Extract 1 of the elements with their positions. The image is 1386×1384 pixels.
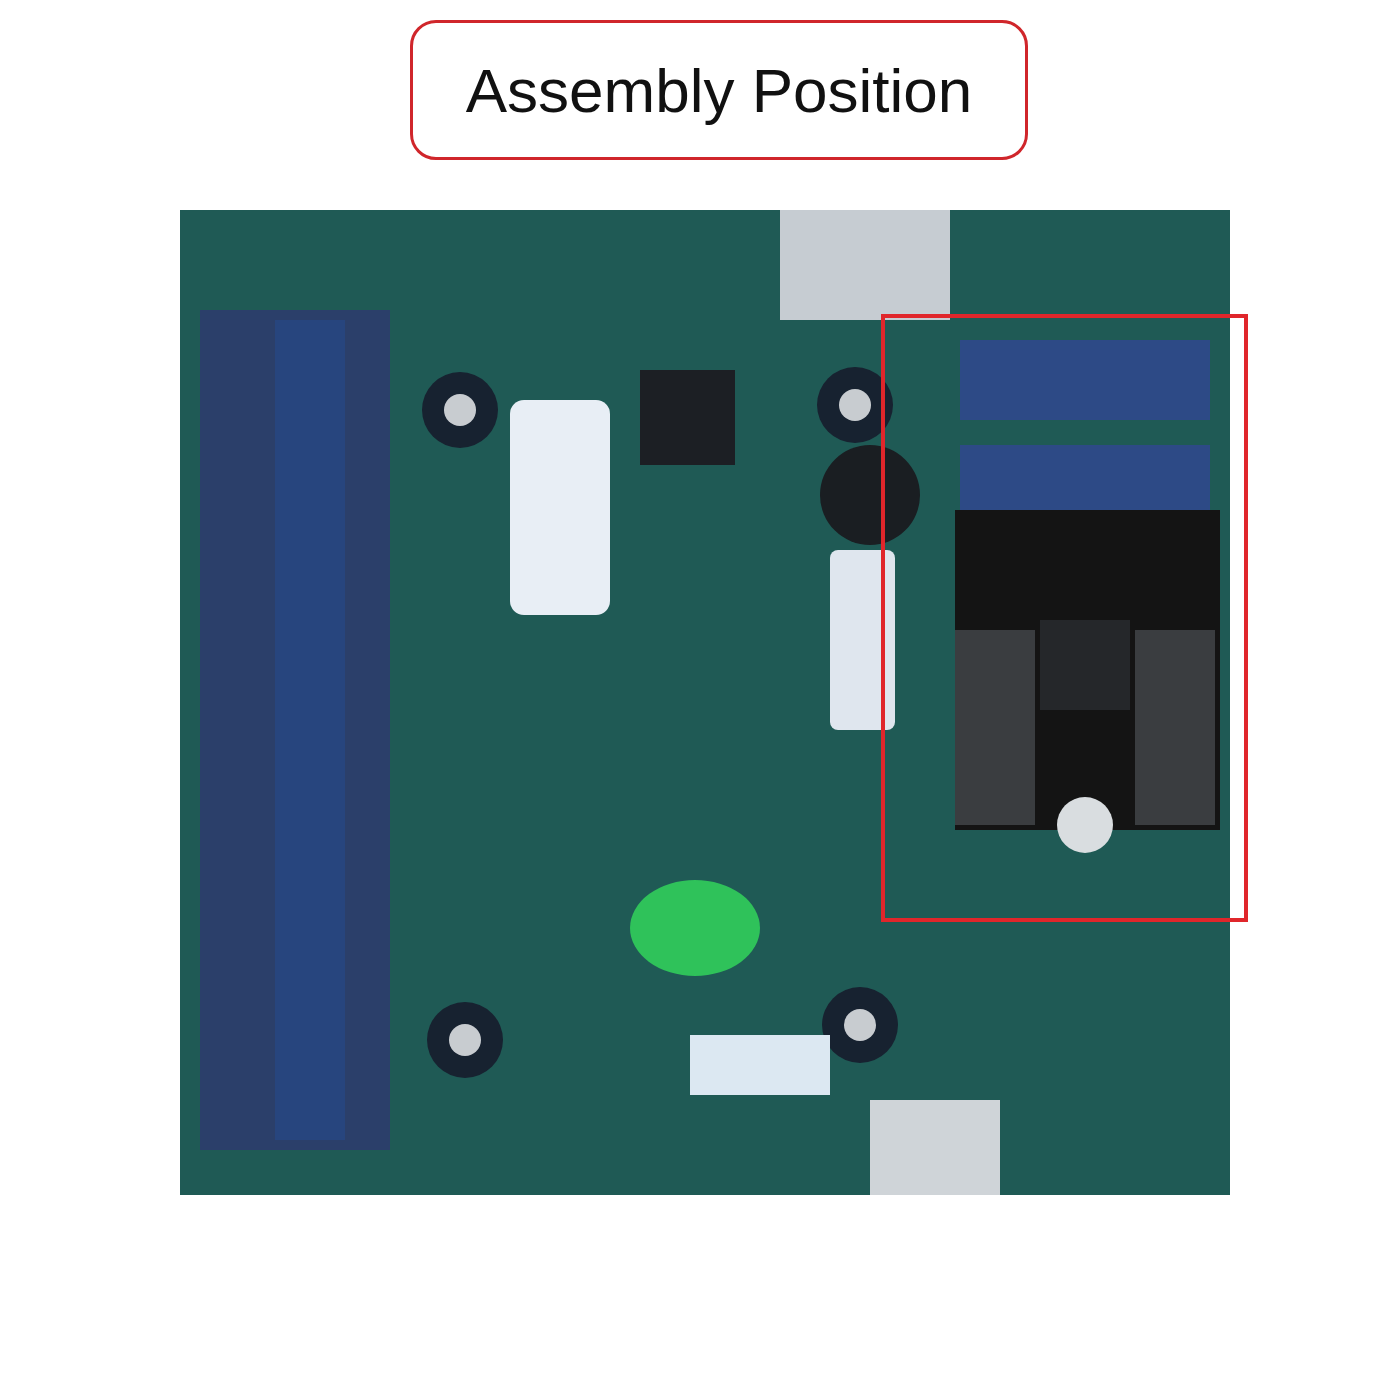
- title-box: Assembly Position: [410, 20, 1028, 160]
